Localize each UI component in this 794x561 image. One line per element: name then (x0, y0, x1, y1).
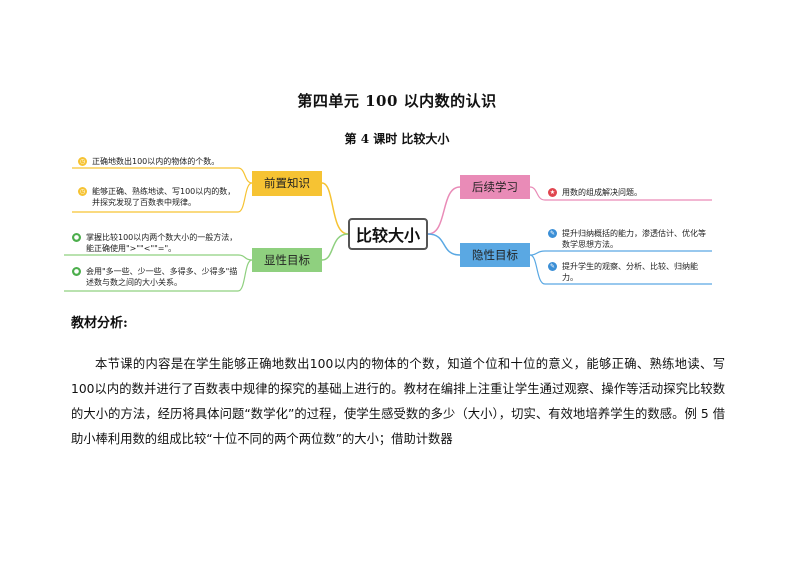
leaf-line-qianzhi-1 (72, 167, 253, 184)
pencil-icon: ✎ (548, 229, 557, 238)
leaf-text: 用数的组成解决问题。 (562, 188, 642, 197)
leaf-xianxing-2: ● 会用"多一些、少一些、多得多、少得多"描述数与数之间的大小关系。 (72, 266, 242, 288)
connector-qianzhi (321, 182, 349, 235)
center-node: 比较大小 (348, 218, 428, 250)
clock-icon: ◷ (78, 187, 87, 196)
document-title: 第四单元 100 以内数的认识 (297, 92, 497, 110)
topic-xianxing: 显性目标 (264, 253, 310, 267)
leaf-text: 会用"多一些、少一些、多得多、少得多"描述数与数之间的大小关系。 (86, 267, 238, 287)
leaf-qianzhi-1: ◷ 正确地数出100以内的物体的个数。 (78, 156, 248, 167)
leaf-xianxing-1: ● 掌握比较100以内两个数大小的一般方法，能正确使用">""<""="。 (72, 232, 242, 254)
leaf-houxu-1: ★ 用数的组成解决问题。 (548, 187, 708, 198)
topic-box-qianzhi (252, 171, 322, 196)
pencil-icon: ✎ (548, 262, 557, 271)
topic-box-houxu (460, 175, 530, 199)
leaf-line-xianxing-1 (64, 254, 253, 261)
connector-houxu (427, 186, 461, 235)
leaf-text: 掌握比较100以内两个数大小的一般方法，能正确使用">""<""="。 (86, 233, 238, 253)
topic-yinxing: 隐性目标 (472, 248, 518, 262)
document-subtitle: 第 4 课时 比较大小 (344, 132, 450, 146)
leaf-text: 提升归纳概括的能力，渗透估计、优化等数学思想方法。 (562, 229, 706, 249)
leaf-line-yinxing-2 (529, 254, 712, 285)
mind-map-connectors (64, 167, 712, 292)
topic-box-xianxing (252, 248, 322, 272)
topic-qianzhi: 前置知识 (264, 176, 310, 190)
user-icon: ● (72, 267, 81, 276)
leaf-text: 能够正确、熟练地读、写100以内的数，并探究发现了百数表中规律。 (92, 187, 236, 207)
user-icon: ● (72, 233, 81, 242)
leaf-yinxing-1: ✎ 提升归纳概括的能力，渗透估计、优化等数学思想方法。 (548, 228, 710, 250)
body-paragraph: 本节课的内容是在学生能够正确地数出100以内的物体的个数，知道个位和十位的意义，… (71, 357, 725, 446)
mind-map: 比较大小 前置知识 显性目标 后续学习 隐性目标 ◷ 正确地数出100以内的物体… (0, 150, 794, 300)
topic-houxu: 后续学习 (472, 180, 518, 194)
star-icon: ★ (548, 188, 557, 197)
clock-icon: ◷ (78, 157, 87, 166)
leaf-yinxing-2: ✎ 提升学生的观察、分析、比较、归纳能力。 (548, 261, 698, 283)
leaf-line-qianzhi-2 (72, 182, 253, 213)
leaf-text: 提升学生的观察、分析、比较、归纳能力。 (562, 262, 698, 282)
leaf-text: 正确地数出100以内的物体的个数。 (92, 157, 220, 166)
section-heading: 教材分析: (71, 316, 128, 331)
connector-yinxing (427, 233, 461, 256)
leaf-qianzhi-2: ◷ 能够正确、熟练地读、写100以内的数，并探究发现了百数表中规律。 (78, 186, 238, 208)
leaf-line-xianxing-2 (64, 259, 253, 292)
leaf-line-yinxing-1 (529, 250, 712, 256)
connector-xianxing (321, 233, 349, 261)
leaf-line-houxu-1 (529, 186, 712, 201)
topic-box-yinxing (460, 243, 530, 267)
